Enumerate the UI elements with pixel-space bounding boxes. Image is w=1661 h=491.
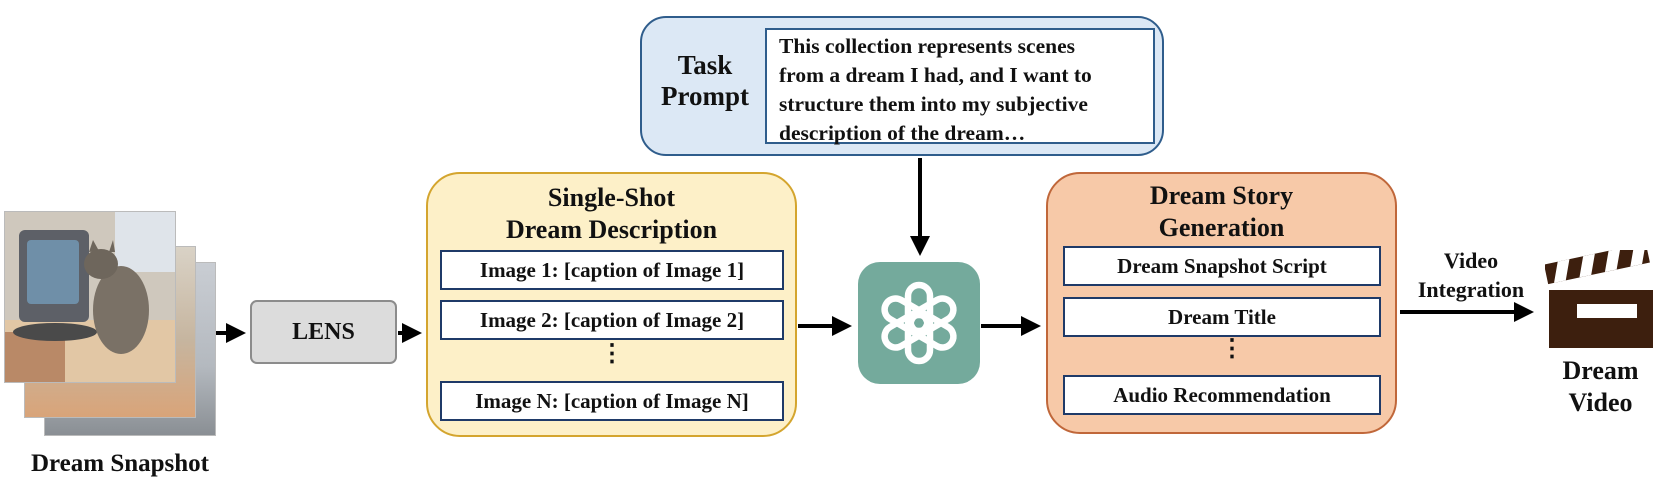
- task-prompt-line: This collection represents scenes: [779, 34, 1075, 58]
- story-ellipsis: ⋮: [1220, 336, 1244, 362]
- dream-video-line1: Dream: [1562, 356, 1639, 385]
- task-prompt-line: description of the dream…: [779, 121, 1026, 145]
- video-integration-line1: Video: [1443, 248, 1499, 273]
- task-prompt-text: This collection represents scenes from a…: [765, 28, 1155, 145]
- video-integration-line2: Integration: [1417, 277, 1525, 302]
- task-prompt-line: from a dream I had, and I want to: [779, 63, 1092, 87]
- caption-item-1: Image 1: [caption of Image 1]: [440, 250, 784, 290]
- dream-video-label: Dream Video: [1540, 355, 1661, 419]
- dream-snapshot-caption: Dream Snapshot: [30, 450, 210, 477]
- single-shot-title: Single-Shot Dream Description: [426, 182, 797, 246]
- clapperboard-icon: [1545, 250, 1653, 348]
- dream-story-title-line2: Generation: [1158, 213, 1285, 242]
- story-item-title: Dream Title: [1063, 297, 1381, 337]
- story-item-audio: Audio Recommendation: [1063, 375, 1381, 415]
- openai-logo-icon: [858, 262, 980, 384]
- lens-box: LENS: [250, 300, 397, 364]
- task-prompt-label-line1: Task: [677, 50, 733, 80]
- single-shot-title-line2: Dream Description: [505, 215, 718, 244]
- caption-ellipsis: ⋮: [600, 341, 624, 367]
- task-prompt-label-line2: Prompt: [661, 81, 749, 111]
- single-shot-title-line1: Single-Shot: [547, 183, 676, 212]
- snapshot-photo-front: [4, 211, 176, 383]
- task-prompt-line: structure them into my subjective: [779, 92, 1088, 116]
- caption-item-2: Image 2: [caption of Image 2]: [440, 300, 784, 340]
- video-integration-label: Video Integration: [1396, 246, 1546, 304]
- task-prompt-label: Task Prompt: [650, 50, 760, 112]
- dream-story-title: Dream Story Generation: [1046, 180, 1397, 244]
- caption-item-n: Image N: [caption of Image N]: [440, 381, 784, 421]
- dream-story-title-line1: Dream Story: [1149, 181, 1294, 210]
- openai-knot-shape: [881, 281, 957, 365]
- story-item-script: Dream Snapshot Script: [1063, 246, 1381, 286]
- dream-video-line2: Video: [1568, 388, 1633, 417]
